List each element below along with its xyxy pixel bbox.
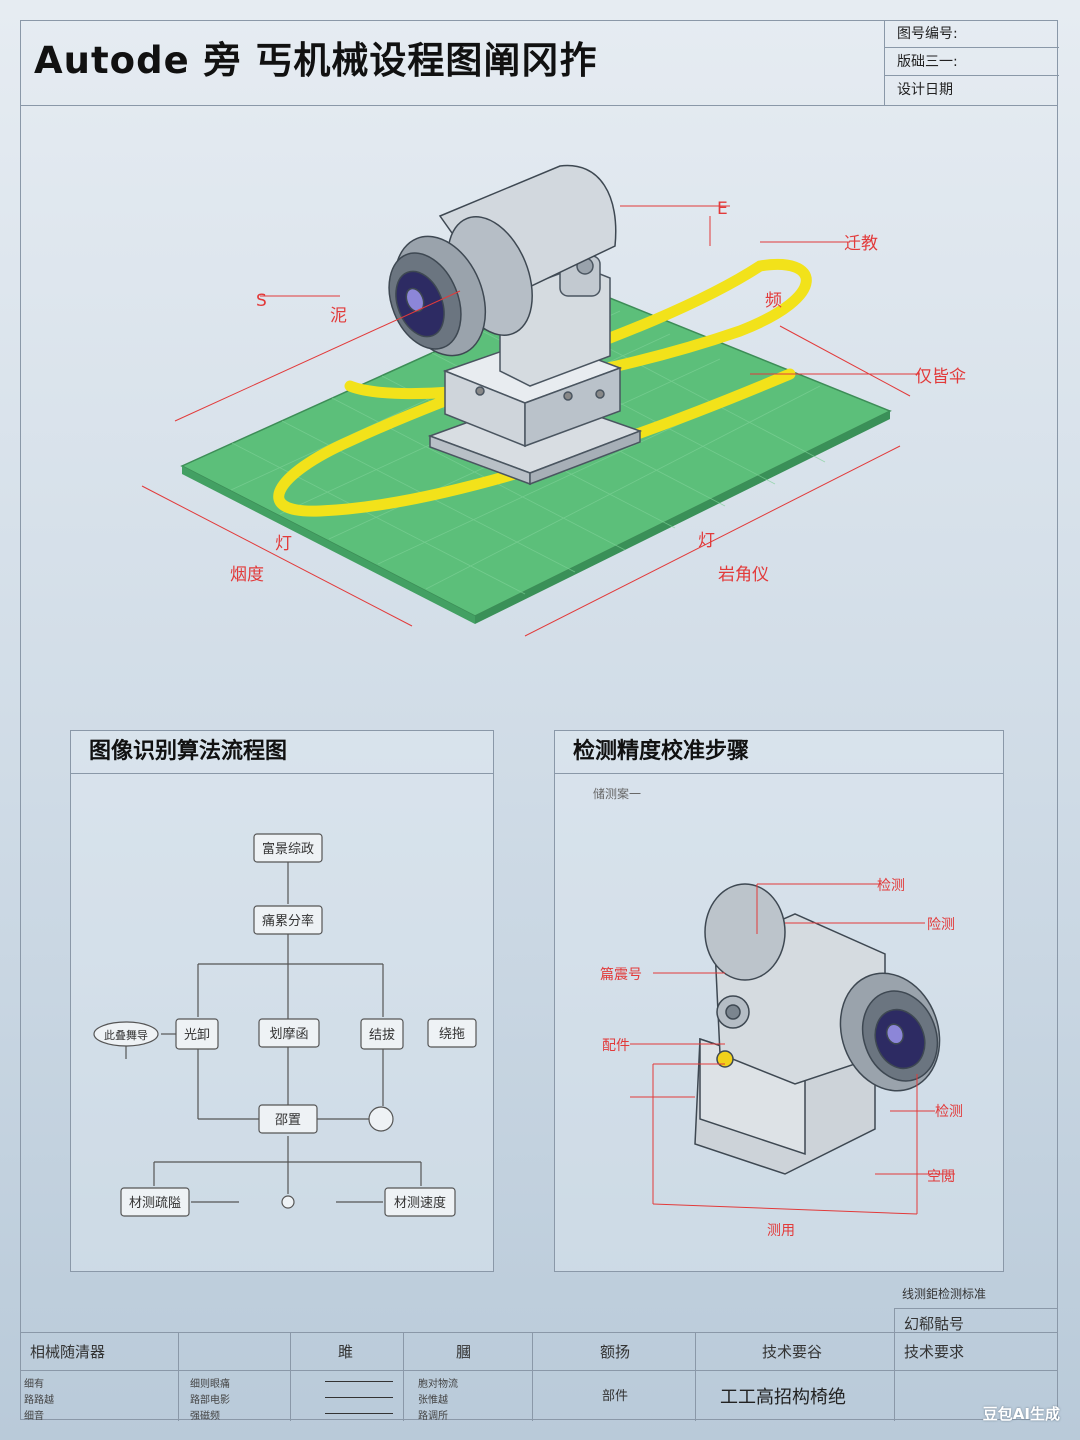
page-title: Autode 旁 丐机械设程图阐冈拃 (34, 39, 598, 82)
table-head-7: 技术要求 (904, 1343, 965, 1361)
flow-end-circle (281, 1195, 295, 1209)
sig-line-1 (325, 1381, 393, 1382)
sig-line-2 (325, 1397, 393, 1398)
label-s: S (256, 291, 267, 311)
table-col-3 (403, 1333, 404, 1421)
flow-node-1-label: 富景综政 (262, 841, 314, 857)
title-bar: Autode 旁 丐机械设程图阐冈拃 (20, 20, 1058, 106)
label-e: E (717, 199, 728, 219)
label-center-right: 频 (765, 291, 782, 311)
table-big-text: 工工高招构椅绝 (720, 1387, 846, 1408)
flow-node-2 (253, 905, 323, 935)
table-head-1: 相械随清器 (30, 1343, 106, 1361)
calibration-title: 检测精度校准步骤 (555, 731, 1003, 774)
flow-branch-1 (175, 1018, 219, 1050)
row-mid-2: 路部电影 (190, 1395, 230, 1406)
flow-right-box (427, 1018, 477, 1048)
label-top-right: 迁教 (844, 234, 878, 254)
row-label-3: 细音 (24, 1411, 44, 1422)
main-isometric-drawing: E 迁教 S 泥 频 仅皆伞 灯 烟度 灯 岩角仪 (141, 164, 966, 637)
flowchart-title: 图像识别算法流程图 (71, 731, 493, 774)
flow-branch-2 (258, 1018, 320, 1048)
table-divider (894, 1308, 895, 1421)
dimension-lines (141, 205, 920, 637)
table-right-top: 幻郗骷号 (904, 1315, 965, 1333)
table-header-line (20, 1370, 1058, 1371)
watermark: 豆包AI生成 (982, 1405, 1060, 1423)
flow-out-left-label: 材测疏隘 (129, 1196, 181, 1211)
table-head-5: 额扬 (600, 1343, 631, 1361)
table-col-5 (695, 1333, 696, 1421)
title-block: 图号编号: 版础三一: 设计日期 (884, 20, 1059, 106)
label-right-mid: 仅皆伞 (915, 367, 966, 387)
calib-label-2: 险测 (927, 917, 955, 933)
label-bottom-right-2: 岩角仪 (718, 565, 769, 585)
calib-label-5: 检测 (935, 1104, 963, 1120)
camera-body (388, 164, 617, 357)
flow-branch-1-label: 光卸 (184, 1027, 210, 1043)
flow-node-1 (253, 833, 323, 863)
flow-right-box-label: 绕拖 (439, 1027, 465, 1042)
table-head-3: 雎 (338, 1343, 354, 1361)
flow-merge-node (258, 1104, 318, 1134)
calib-label-1: 检测 (877, 878, 905, 894)
calibration-panel: 检测精度校准步骤 储测案一 (554, 730, 1004, 1272)
table-head-4: 膕 (456, 1343, 472, 1361)
annotation-labels: E 迁教 S 泥 频 仅皆伞 灯 烟度 灯 岩角仪 (230, 199, 966, 585)
calib-label-6: 空閲 (927, 1169, 955, 1185)
flow-left-oval (93, 1021, 159, 1047)
flow-merge-circle (368, 1106, 394, 1132)
table-part: 部件 (602, 1389, 629, 1404)
row-mid2-2: 张惟越 (418, 1395, 448, 1406)
row-mid2-1: 胞对物流 (418, 1379, 458, 1390)
flow-branch-2-label: 划摩函 (269, 1026, 308, 1042)
bottom-title-table: 幻郗骷号 相械随清器 雎 膕 额扬 技术要谷 技术要求 细有 路路越 细音 细则… (20, 1308, 1058, 1422)
table-col-4 (532, 1333, 533, 1421)
flow-branch-3-label: 结拔 (369, 1028, 395, 1043)
flow-out-left (120, 1187, 190, 1217)
row-mid-1: 细则眼痛 (190, 1379, 230, 1390)
drawing-frame (20, 20, 1058, 1420)
label-bottom-left-1: 灯 (275, 534, 292, 554)
row-label-1: 细有 (24, 1379, 44, 1390)
flow-out-right-label: 材测速度 (394, 1195, 446, 1211)
label-left-mid: 泥 (330, 306, 347, 326)
table-col-2 (290, 1333, 291, 1421)
flow-branch-3 (360, 1018, 404, 1050)
label-bottom-right-1: 灯 (698, 531, 715, 551)
version-field: 版础三一: (885, 48, 1059, 76)
flow-merge-label: 邵置 (275, 1113, 301, 1128)
footer-note: 线测鉅检测标准 (902, 1287, 987, 1301)
flowchart-panel: 图像识别算法流程图 (70, 730, 494, 1272)
calibration-diagram: 检测 险测 篇震号 配件 检测 空閲 测用 (600, 878, 963, 1239)
flow-out-right (384, 1187, 456, 1217)
right-top-line (894, 1308, 1058, 1309)
row-mid-3: 强磁频 (190, 1411, 220, 1422)
calib-label-4: 配件 (602, 1038, 630, 1054)
flowchart-diagram: 富景综政 痛累分率 此叠舞导 光卸 划摩函 结拔 绕拖 邵置 材测疏隘 材测速度 (93, 833, 477, 1217)
calib-label-3: 篇震号 (600, 967, 642, 983)
row-mid2-3: 路调所 (418, 1411, 448, 1422)
table-head-6: 技术要谷 (762, 1343, 823, 1361)
design-date: 设计日期 (897, 82, 953, 98)
label-bottom-left-2: 烟度 (230, 565, 264, 585)
flow-left-oval-label: 此叠舞导 (104, 1029, 148, 1042)
row-label-2: 路路越 (24, 1395, 54, 1406)
camera-mount-block (427, 181, 643, 486)
table-col-1 (178, 1333, 179, 1421)
flow-node-2-label: 痛累分率 (262, 913, 314, 929)
drawing-number: 图号编号: (885, 20, 1059, 48)
sig-line-3 (325, 1413, 393, 1414)
calibration-subtitle: 储测案一 (593, 787, 642, 801)
calib-label-7: 测用 (767, 1223, 795, 1239)
